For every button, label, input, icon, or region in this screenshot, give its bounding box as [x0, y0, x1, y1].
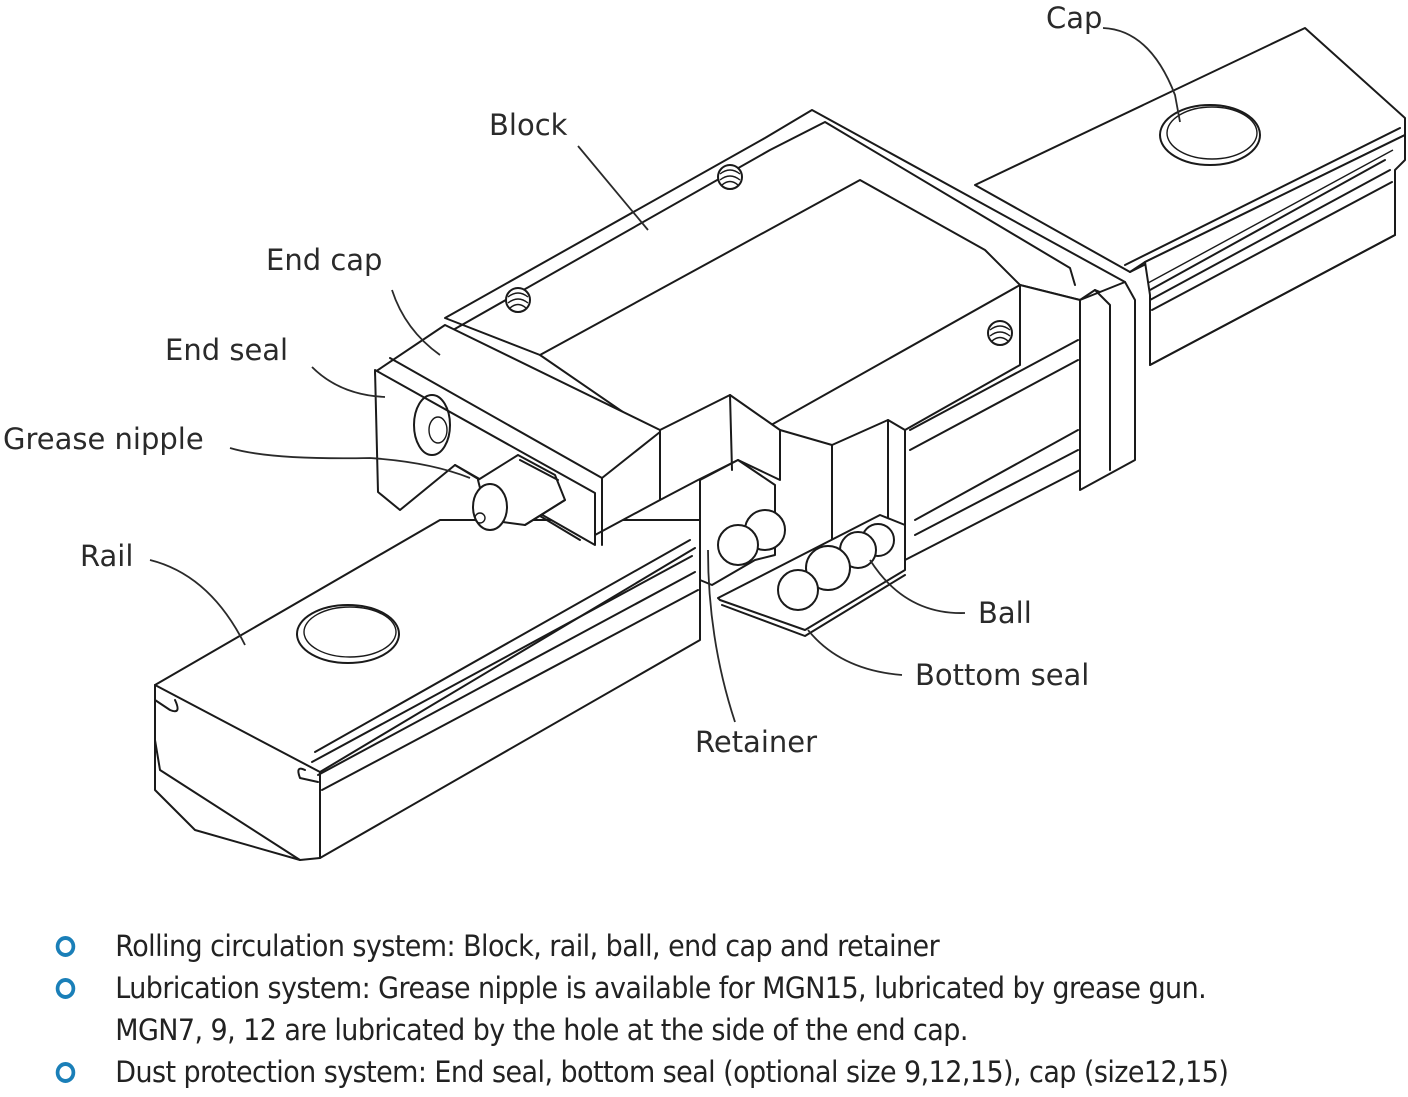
- grease-nipple: [413, 394, 566, 531]
- leader-block: [577, 145, 649, 231]
- tapped-hole: [987, 320, 1013, 346]
- label-rail: Rail: [80, 539, 133, 573]
- leader-bottom-seal: [807, 629, 903, 676]
- ball: [717, 524, 759, 566]
- rail-back-section: [974, 27, 1406, 366]
- label-retainer: Retainer: [695, 725, 817, 759]
- leader-cap: [1102, 27, 1181, 123]
- feature-text-continued: MGN7, 9, 12 are lubricated by the hole a…: [115, 1013, 968, 1047]
- label-cap: Cap: [1046, 1, 1102, 35]
- block-body: [444, 109, 1136, 561]
- leader-rail: [149, 559, 246, 646]
- balls: [717, 509, 895, 611]
- leader-retainer: [707, 549, 736, 723]
- rail-front-section: [154, 519, 701, 861]
- ring-bullet-icon: [55, 936, 76, 957]
- label-grease-nipple: Grease nipple: [3, 422, 204, 456]
- rail-mounting-hole-front: [296, 604, 400, 664]
- block-tapped-holes: [505, 164, 1013, 346]
- feature-text: Rolling circulation system: Block, rail,…: [115, 929, 940, 963]
- leader-end-cap: [391, 289, 441, 356]
- feature-item-dust-protection: Dust protection system: End seal, bottom…: [52, 1051, 1298, 1093]
- tapped-hole: [717, 164, 743, 190]
- feature-item-lubrication: Lubrication system: Grease nipple is ava…: [52, 967, 1298, 1051]
- ball: [777, 569, 819, 611]
- ball: [805, 545, 851, 591]
- feature-text: Lubrication system: Grease nipple is ava…: [115, 971, 1207, 1005]
- feature-item-rolling-circulation: Rolling circulation system: Block, rail,…: [52, 925, 1298, 967]
- ring-bullet-icon: [55, 978, 76, 999]
- label-end-seal: End seal: [165, 333, 288, 367]
- feature-list: Rolling circulation system: Block, rail,…: [52, 925, 1392, 1093]
- leader-grease-nipple: [229, 447, 471, 479]
- label-block: Block: [489, 108, 568, 142]
- feature-text: Dust protection system: End seal, bottom…: [115, 1055, 1229, 1089]
- linear-guide-diagram: Cap Block End cap End seal Grease nipple…: [3, 1, 1406, 861]
- rail-mounting-hole-back: [1159, 104, 1261, 166]
- tapped-hole: [505, 287, 531, 313]
- leader-ball: [869, 559, 966, 614]
- leader-end-seal: [311, 366, 386, 398]
- label-bottom-seal: Bottom seal: [915, 658, 1089, 692]
- label-end-cap: End cap: [266, 243, 382, 277]
- label-ball: Ball: [978, 596, 1032, 630]
- ring-bullet-icon: [55, 1062, 76, 1083]
